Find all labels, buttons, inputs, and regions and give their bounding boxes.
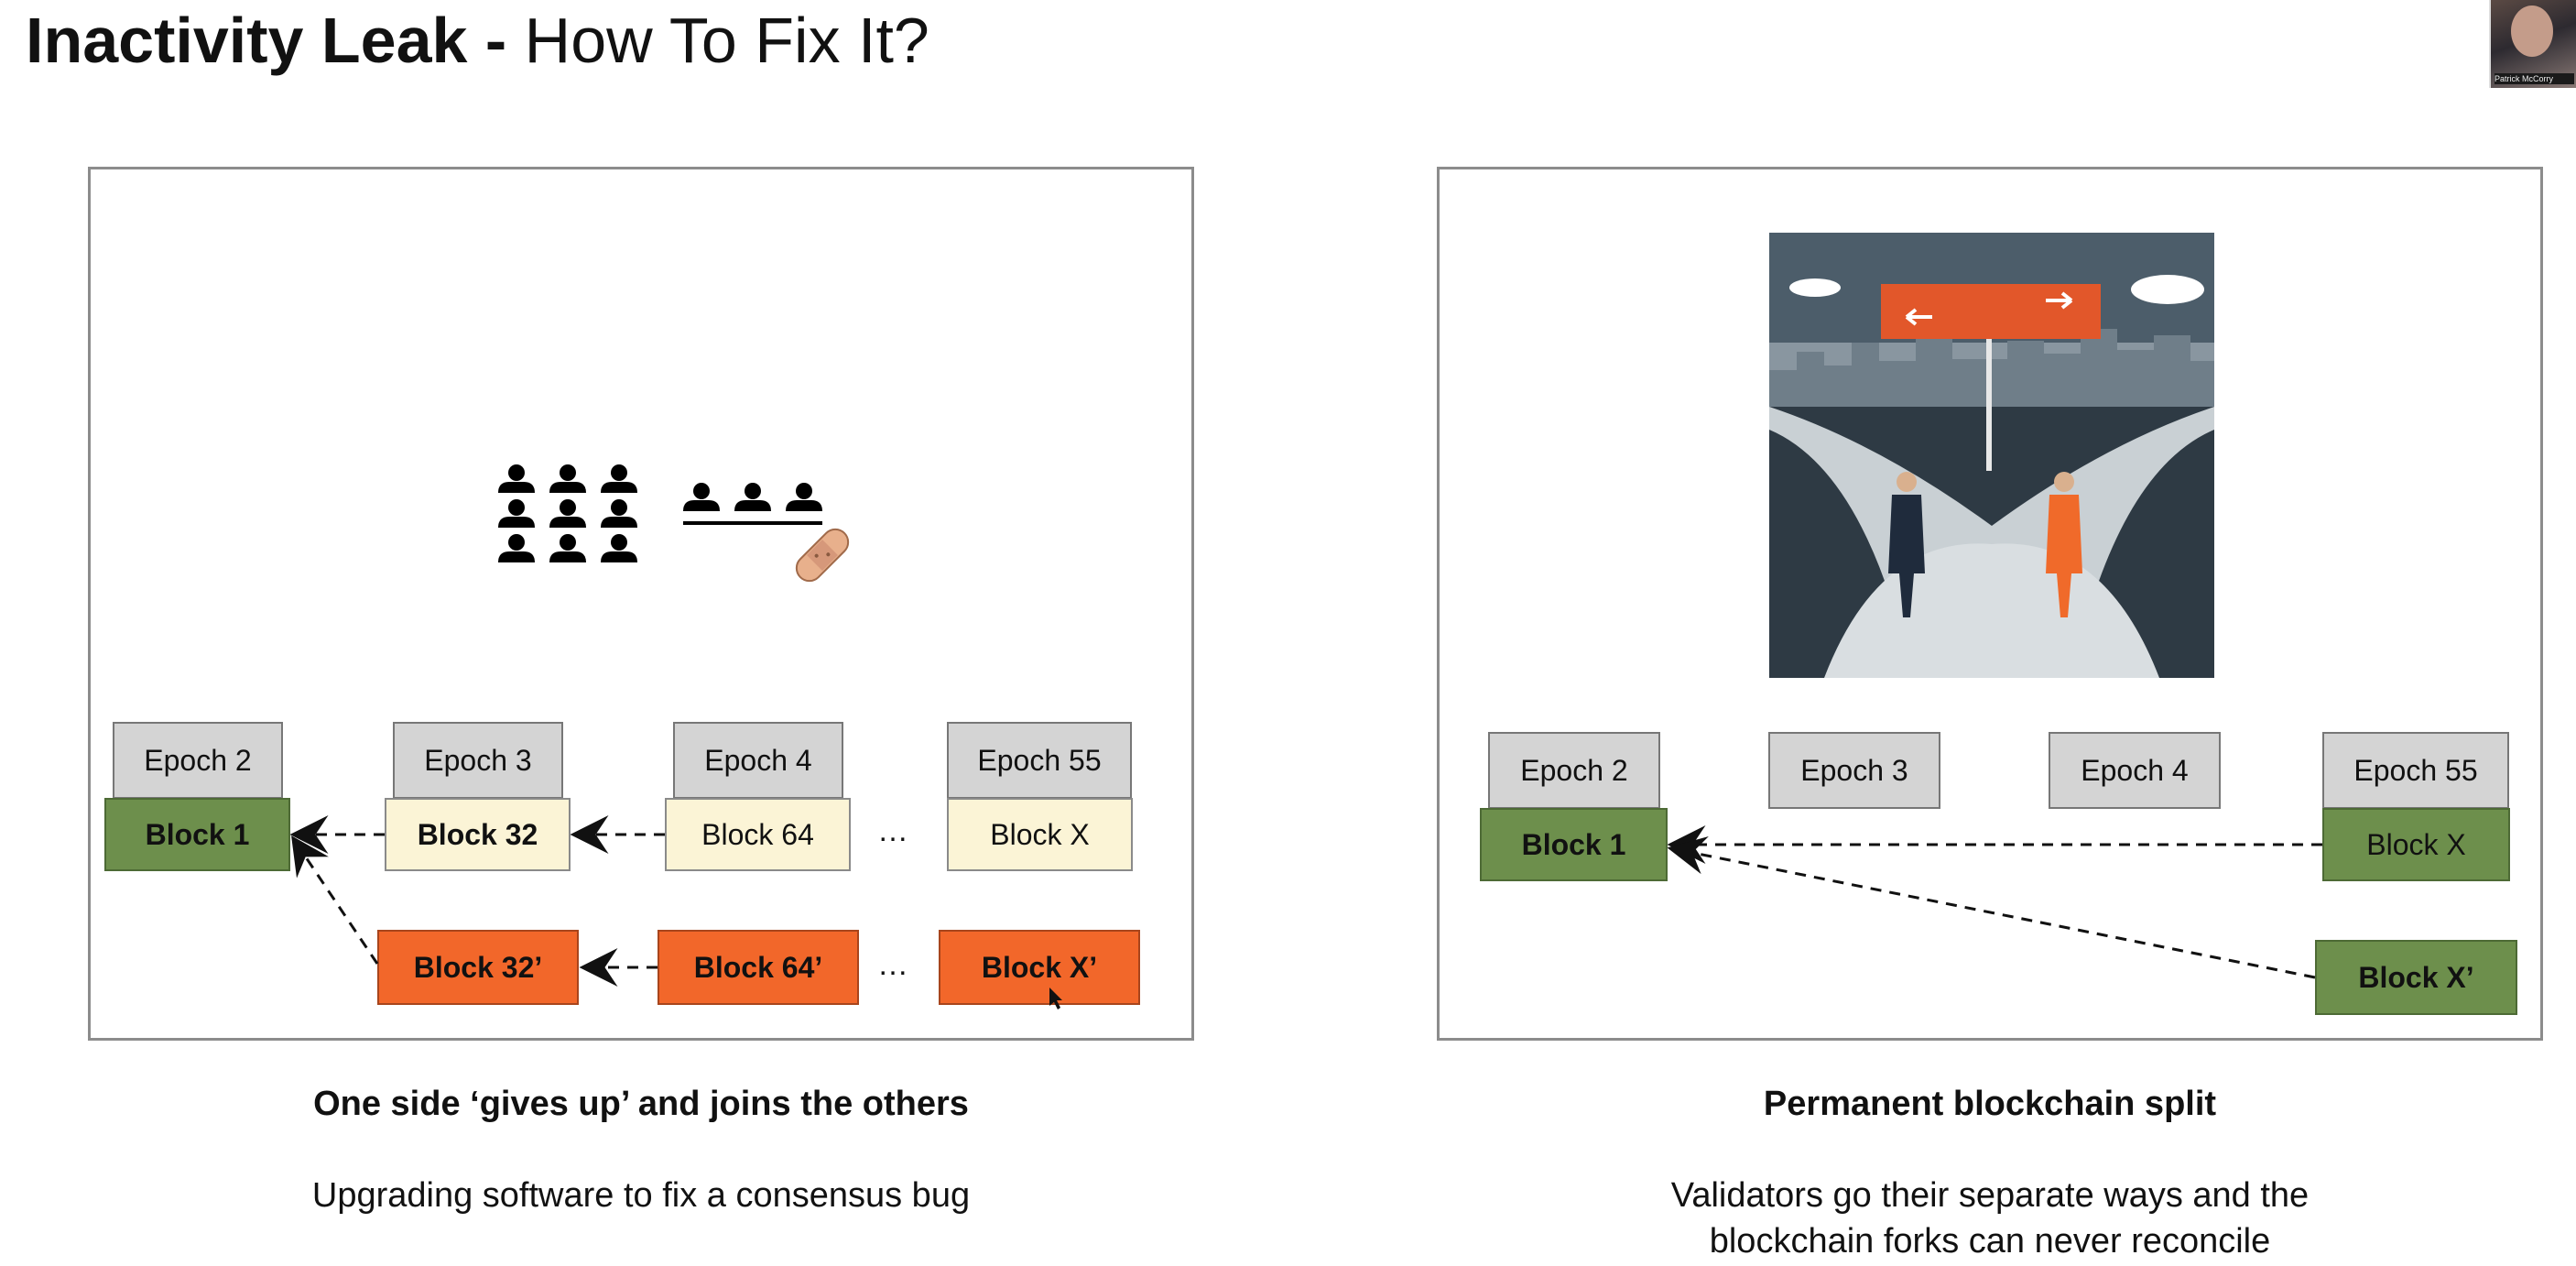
left-epoch-55: Epoch 55 [947, 722, 1132, 799]
left-fork-ellipsis: … [877, 947, 912, 982]
left-block-32: Block 32 [385, 798, 571, 871]
slide-title: Inactivity Leak - How To Fix It? [26, 2, 929, 79]
prisoner-icon [2046, 472, 2082, 617]
validators-icon-group [498, 464, 850, 583]
businessman-icon [1888, 472, 1925, 617]
right-epoch-2: Epoch 2 [1488, 732, 1660, 809]
presenter-webcam: Patrick McCorry [2489, 0, 2576, 88]
left-epoch-3: Epoch 3 [393, 722, 563, 799]
right-caption-line-1: Validators go their separate ways and th… [1670, 1176, 2310, 1215]
right-block-1: Block 1 [1480, 808, 1668, 881]
title-regular: How To Fix It? [524, 5, 929, 76]
mouse-cursor-icon [1049, 988, 1062, 1010]
validator-group-b-icon [683, 483, 822, 525]
right-caption-line-2: blockchain forks can never reconcile [1709, 1222, 2271, 1261]
left-main-ellipsis: … [877, 813, 912, 848]
cloud-left-icon [1789, 278, 1841, 297]
left-caption-text: Upgrading software to fix a consensus bu… [311, 1176, 971, 1215]
cloud-right-icon [2131, 275, 2204, 304]
right-block-x-prime: Block X’ [2315, 940, 2517, 1015]
bandage-icon [795, 528, 850, 583]
right-epoch-3: Epoch 3 [1768, 732, 1940, 809]
left-block-x: Block X [947, 798, 1133, 871]
left-epoch-4: Epoch 4 [673, 722, 843, 799]
left-block-64: Block 64 [665, 798, 851, 871]
presenter-name-tag: Patrick McCorry [2494, 73, 2574, 84]
left-block-32-prime: Block 32’ [377, 930, 579, 1005]
fork-in-road-illustration [1769, 233, 2214, 678]
title-bold: Inactivity Leak - [26, 5, 507, 76]
left-block-x-prime: Block X’ [939, 930, 1140, 1005]
right-block-x: Block X [2322, 808, 2510, 881]
right-epoch-4: Epoch 4 [2049, 732, 2221, 809]
left-block-64-prime: Block 64’ [658, 930, 859, 1005]
left-block-1: Block 1 [104, 798, 290, 871]
right-epoch-55: Epoch 55 [2322, 732, 2509, 809]
arrow-32prime-to-1 [291, 835, 379, 965]
right-caption-title: Permanent blockchain split [1763, 1085, 2217, 1123]
left-diagram-panel [88, 167, 1194, 1041]
arrow-xprime-to-1 [1667, 835, 2316, 979]
left-epoch-2: Epoch 2 [113, 722, 283, 799]
presenter-face [2511, 5, 2553, 57]
left-caption-title: One side ‘gives up’ and joins the others [313, 1085, 969, 1123]
